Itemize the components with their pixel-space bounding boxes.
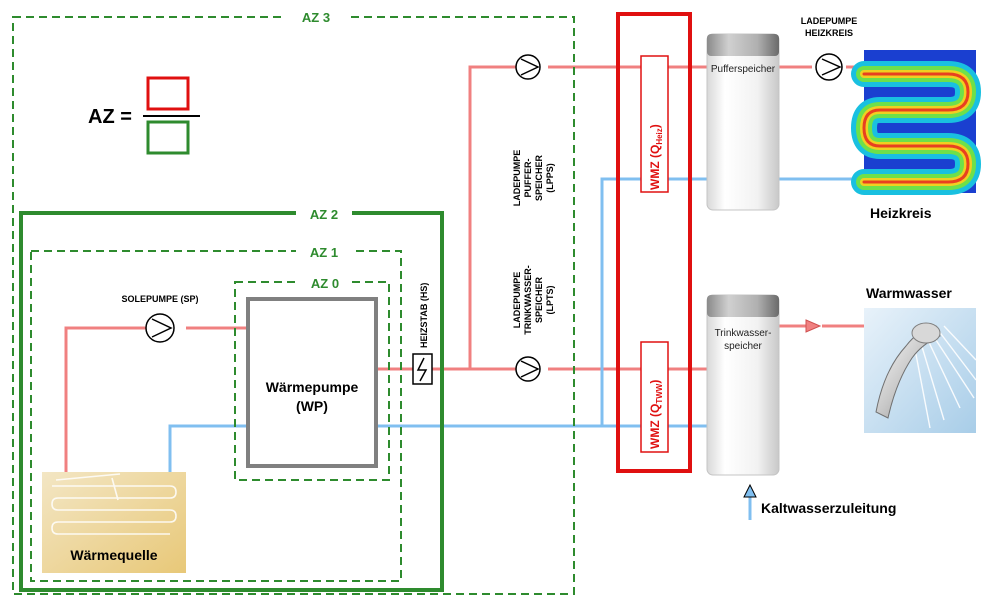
kaltwasser-label: Kaltwasserzuleitung bbox=[761, 500, 896, 516]
waermepumpe-box bbox=[246, 297, 378, 468]
lpts-label-line4: (LPTS) bbox=[545, 286, 555, 315]
zone-az0-box bbox=[234, 281, 390, 481]
hot-pipe-riser bbox=[468, 65, 708, 369]
shower-image bbox=[864, 308, 977, 433]
shower-head-icon bbox=[875, 325, 941, 419]
waermequelle-image: Wärmequelle bbox=[42, 472, 186, 573]
pufferspeicher-tank: Pufferspeicher bbox=[706, 33, 780, 211]
hot-pipe-source-loop bbox=[64, 326, 248, 472]
wmz-heiz-label-sub: Heiz bbox=[655, 128, 664, 144]
svg-text:WMZ (QTWW): WMZ (QTWW) bbox=[648, 380, 664, 449]
solepumpe-label: SOLEPUMPE (SP) bbox=[121, 294, 198, 304]
wmz-zone-box bbox=[616, 12, 692, 473]
lpts-label-line2: TRINKWASSER- bbox=[523, 265, 533, 335]
formula-numerator-box bbox=[146, 76, 190, 111]
lpps-label-line4: (LPPS) bbox=[545, 163, 555, 193]
lpts-pump-icon bbox=[515, 356, 541, 382]
ladepumpe-heizkreis-label-line2: HEIZKREIS bbox=[805, 28, 853, 38]
trinkwasserspeicher-tank: Trinkwasser- speicher bbox=[706, 294, 780, 476]
heizkreis-pump-icon bbox=[815, 53, 843, 81]
lpts-label-line1: LADEPUMPE bbox=[512, 272, 522, 329]
zone-az2-box bbox=[19, 211, 444, 592]
trinkwasserspeicher-label-line2: speicher bbox=[724, 341, 762, 352]
svg-text:WMZ (QHeiz): WMZ (QHeiz) bbox=[648, 124, 664, 190]
zone-az0-label: AZ 0 bbox=[311, 276, 339, 291]
wmz-tww-label-sub: TWW bbox=[655, 383, 664, 403]
wmz-heiz-label-main: WMZ (Q bbox=[648, 145, 662, 190]
cold-pipe-source-return bbox=[168, 424, 248, 472]
zone-az1-box bbox=[30, 250, 402, 582]
az-formula: AZ = bbox=[88, 76, 200, 155]
lpps-label-line1: LADEPUMPE bbox=[512, 150, 522, 207]
solepumpe-icon bbox=[145, 313, 175, 343]
heizstab-icon bbox=[412, 353, 433, 385]
az-formula-prefix: AZ = bbox=[88, 106, 132, 128]
ladepumpe-heizkreis-label-line1: LADEPUMPE bbox=[801, 16, 858, 26]
formula-denominator-box bbox=[146, 120, 190, 155]
lpps-label-line2: PUFFER- bbox=[523, 159, 533, 198]
trinkwasserspeicher-label-line1: Trinkwasser- bbox=[715, 328, 772, 339]
lpps-label-line3: SPEICHER bbox=[534, 154, 544, 201]
pufferspeicher-label: Pufferspeicher bbox=[711, 64, 776, 75]
heizkreis-image: Heizkreis bbox=[850, 50, 982, 221]
wmz-tww-label-main: WMZ (Q bbox=[648, 404, 662, 449]
heizstab-label: HEIZSTAB (HS) bbox=[419, 283, 429, 348]
wmz-heiz-label-close: ) bbox=[648, 124, 662, 128]
kaltwasser-arrow-icon bbox=[743, 483, 757, 498]
wmz-tww-meter: WMZ (QTWW) bbox=[640, 341, 669, 453]
waermepumpe-label-line1: Wärmepumpe bbox=[266, 379, 359, 395]
waermequelle-label: Wärmequelle bbox=[70, 547, 157, 563]
lpps-label: LADEPUMPE PUFFER- SPEICHER (LPPS) bbox=[512, 150, 555, 207]
zone-az2-label: AZ 2 bbox=[310, 207, 338, 222]
cold-pipe-riser bbox=[600, 177, 708, 426]
warmwasser-flow-arrow-icon bbox=[805, 319, 822, 333]
waermepumpe-label-line2: (WP) bbox=[296, 398, 328, 414]
zone-az1-label: AZ 1 bbox=[310, 245, 338, 260]
wmz-heiz-meter: WMZ (QHeiz) bbox=[640, 55, 669, 193]
zone-az3-label: AZ 3 bbox=[302, 10, 330, 25]
heizkreis-label: Heizkreis bbox=[870, 205, 932, 221]
lpts-label-line3: SPEICHER bbox=[534, 276, 544, 323]
warmwasser-label: Warmwasser bbox=[866, 285, 952, 301]
wmz-tww-label-close: ) bbox=[648, 380, 662, 384]
lpts-label: LADEPUMPE TRINKWASSER- SPEICHER (LPTS) bbox=[512, 265, 555, 335]
lpps-pump-icon bbox=[515, 54, 541, 80]
